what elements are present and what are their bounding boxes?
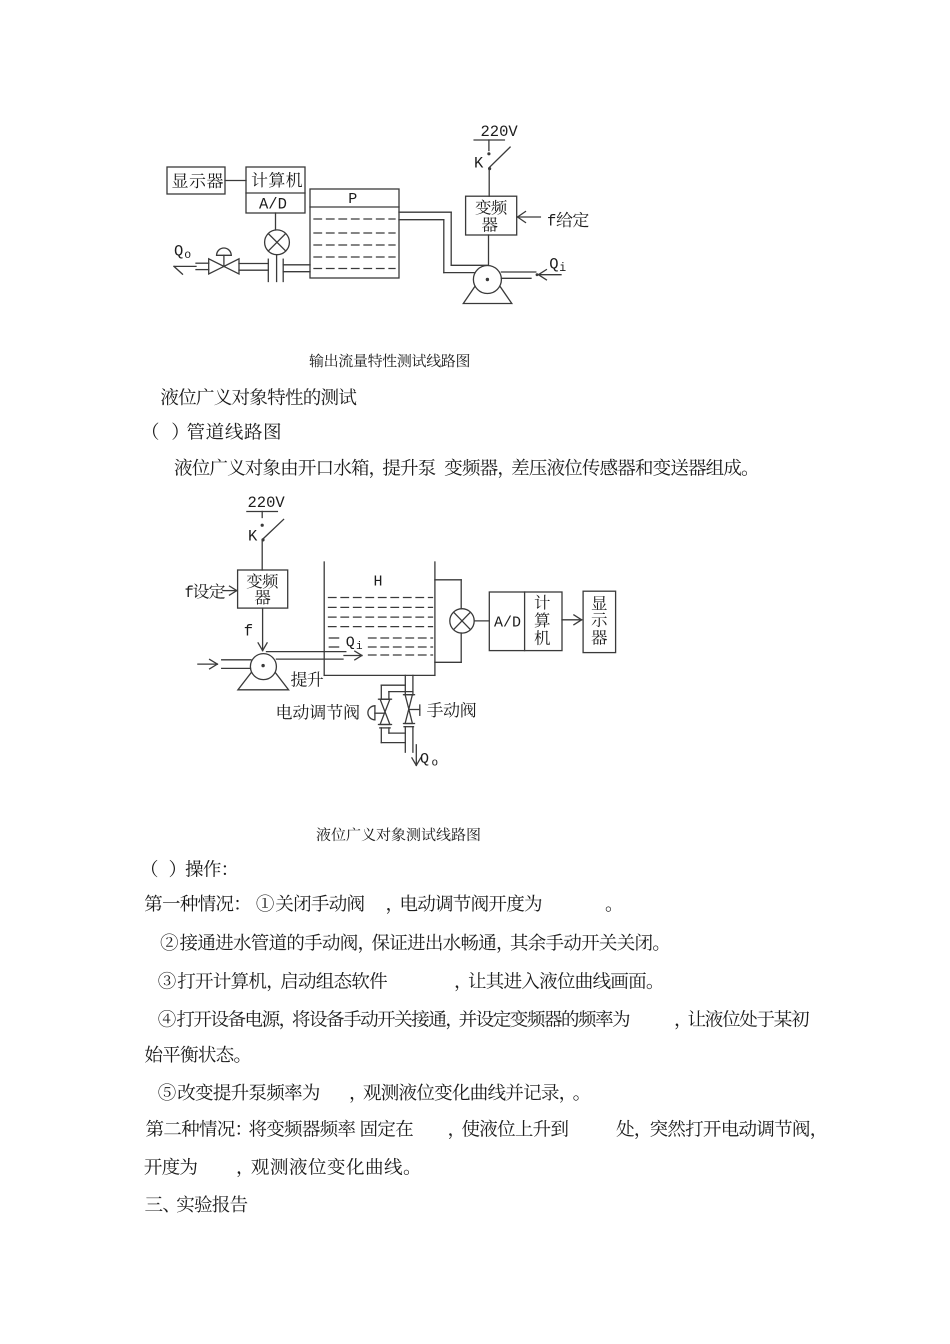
svg-text:i: i <box>559 262 566 275</box>
svg-text:Q: Q <box>346 635 355 652</box>
svg-text:A/D: A/D <box>494 615 521 632</box>
svg-text:H: H <box>374 574 383 591</box>
svg-text:f: f <box>244 623 253 641</box>
svg-text:K: K <box>474 155 484 173</box>
svg-text:Q: Q <box>549 256 558 274</box>
svg-text:f: f <box>185 584 194 602</box>
svg-text:A/D: A/D <box>259 196 287 214</box>
svg-text:K: K <box>248 528 258 546</box>
svg-text:Q: Q <box>174 243 183 261</box>
svg-text:i: i <box>356 641 363 653</box>
svg-text:o: o <box>184 249 191 262</box>
svg-text:220V: 220V <box>481 123 519 141</box>
svg-text:P: P <box>348 191 357 208</box>
svg-text:Q: Q <box>420 751 429 768</box>
svg-text:f: f <box>547 213 556 231</box>
svg-text:220V: 220V <box>248 494 286 512</box>
svg-text:o: o <box>432 758 439 770</box>
